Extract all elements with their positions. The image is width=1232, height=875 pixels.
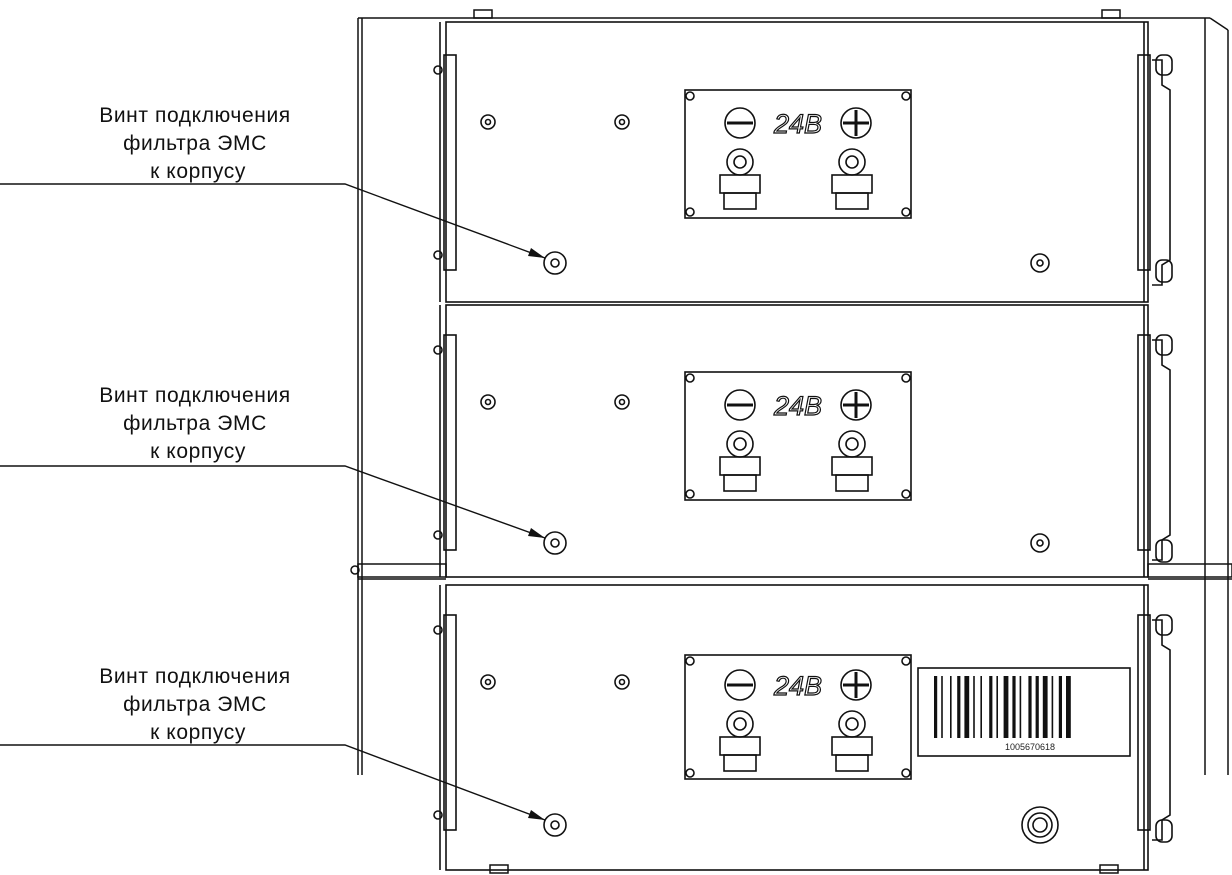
emc-screw-icon — [543, 251, 567, 275]
callout-line: Винт подключения — [99, 384, 291, 407]
plus-icon — [840, 669, 872, 701]
mount-screw-icon — [480, 674, 496, 690]
callout-3: Винт подключения фильтра ЭМС к корпусу — [99, 665, 291, 744]
callout-line: фильтра ЭМС — [123, 412, 267, 435]
emc-screw-icon — [543, 531, 567, 555]
callout-line: к корпусу — [150, 721, 246, 744]
power-module-2 — [433, 304, 1173, 578]
plus-icon — [840, 389, 872, 421]
mount-screw-icon — [614, 674, 630, 690]
barcode-bar — [1051, 676, 1054, 738]
barcode-bar — [1019, 676, 1022, 738]
barcode-bar — [941, 676, 943, 738]
minus-icon — [724, 669, 756, 701]
minus-icon — [724, 389, 756, 421]
outer-frame — [350, 9, 1232, 874]
callout-leaders — [0, 183, 546, 821]
barcode-bar — [1058, 676, 1062, 738]
callout-line: Винт подключения — [99, 104, 291, 127]
barcode-bar — [957, 676, 961, 738]
barcode — [934, 676, 1071, 738]
barcode-bar — [973, 676, 975, 738]
callout-line: к корпусу — [150, 440, 246, 463]
barcode-bar — [1035, 676, 1039, 738]
power-module-1 — [433, 21, 1173, 303]
barcode-bar — [1028, 676, 1032, 738]
callout-arrowheads — [528, 248, 545, 820]
barcode-bar — [989, 676, 993, 738]
terminal-voltage-label: 24В — [773, 671, 822, 701]
terminal-positive-icon — [831, 430, 873, 492]
terminal-negative-icon — [719, 148, 761, 210]
barcode-bar — [1012, 676, 1016, 738]
barcode-bar — [1042, 676, 1048, 738]
mount-screw-icon — [480, 394, 496, 410]
terminal-voltage-label: 24В — [773, 391, 822, 421]
mount-screw-icon — [614, 394, 630, 410]
terminal-negative-icon — [719, 430, 761, 492]
emc-screw-icon — [543, 813, 567, 837]
callout-1: Винт подключения фильтра ЭМС к корпусу — [99, 104, 291, 183]
callout-line: фильтра ЭМС — [123, 693, 267, 716]
callout-line: к корпусу — [150, 160, 246, 183]
mount-screw-icon — [480, 114, 496, 130]
barcode-bar — [934, 676, 938, 738]
terminal-positive-icon — [831, 148, 873, 210]
callout-2: Винт подключения фильтра ЭМС к корпусу — [99, 384, 291, 463]
mount-screw-icon — [1030, 253, 1050, 273]
grommet-icon — [1021, 806, 1059, 844]
terminal-voltage-label: 24В — [773, 109, 822, 139]
barcode-bar — [980, 676, 982, 738]
plus-icon — [840, 107, 872, 139]
callout-line: Винт подключения — [99, 665, 291, 688]
terminal-negative-icon — [719, 710, 761, 772]
barcode-bar — [1003, 676, 1009, 738]
minus-icon — [724, 107, 756, 139]
mount-screw-icon — [1030, 533, 1050, 553]
barcode-bar — [1066, 676, 1071, 738]
barcode-bar — [950, 676, 952, 738]
terminal-positive-icon — [831, 710, 873, 772]
callout-line: фильтра ЭМС — [123, 132, 267, 155]
barcode-bar — [996, 676, 998, 738]
barcode-bar — [964, 676, 970, 738]
barcode-number: 1005670618 — [1005, 742, 1055, 752]
mount-screw-icon — [614, 114, 630, 130]
power-module-3 — [433, 584, 1173, 871]
